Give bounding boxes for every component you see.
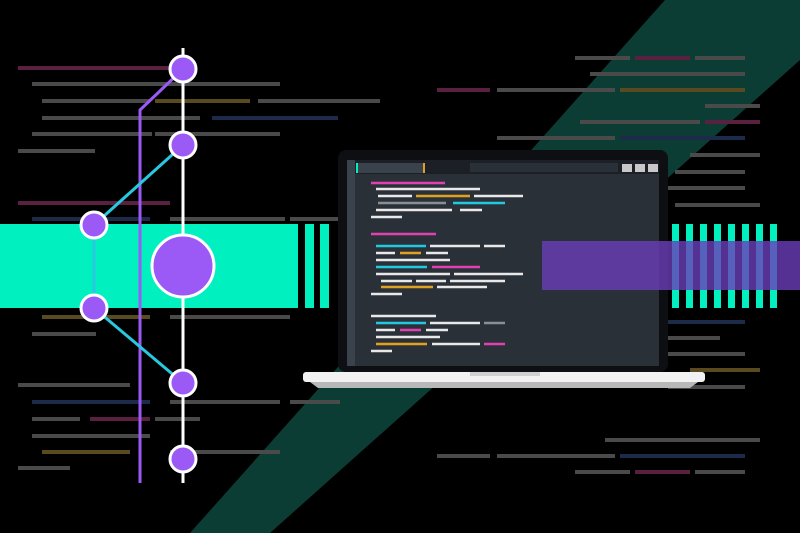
commit-node-large: [150, 233, 216, 299]
teal-band: [0, 224, 298, 308]
commit-node: [79, 293, 109, 323]
commit-node: [168, 444, 198, 474]
maximize-icon: [635, 164, 645, 172]
close-icon: [648, 164, 658, 172]
commit-node: [79, 210, 109, 240]
background-code-lines-right: [437, 56, 760, 474]
editor-gutter: [347, 160, 355, 366]
minimize-icon: [622, 164, 632, 172]
commit-node: [168, 54, 198, 84]
branch-graph-icon: [79, 48, 216, 483]
laptop-base: [303, 372, 705, 382]
purple-band: [542, 241, 800, 290]
editor-address-bar: [470, 163, 618, 172]
teal-band-stripes-left: [305, 224, 329, 308]
commit-node: [168, 368, 198, 398]
editor-code-lines: [371, 181, 523, 353]
laptop-base-shadow: [310, 382, 698, 388]
commit-node: [168, 130, 198, 160]
laptop-notch: [470, 372, 540, 376]
editor-tab: [358, 163, 423, 173]
